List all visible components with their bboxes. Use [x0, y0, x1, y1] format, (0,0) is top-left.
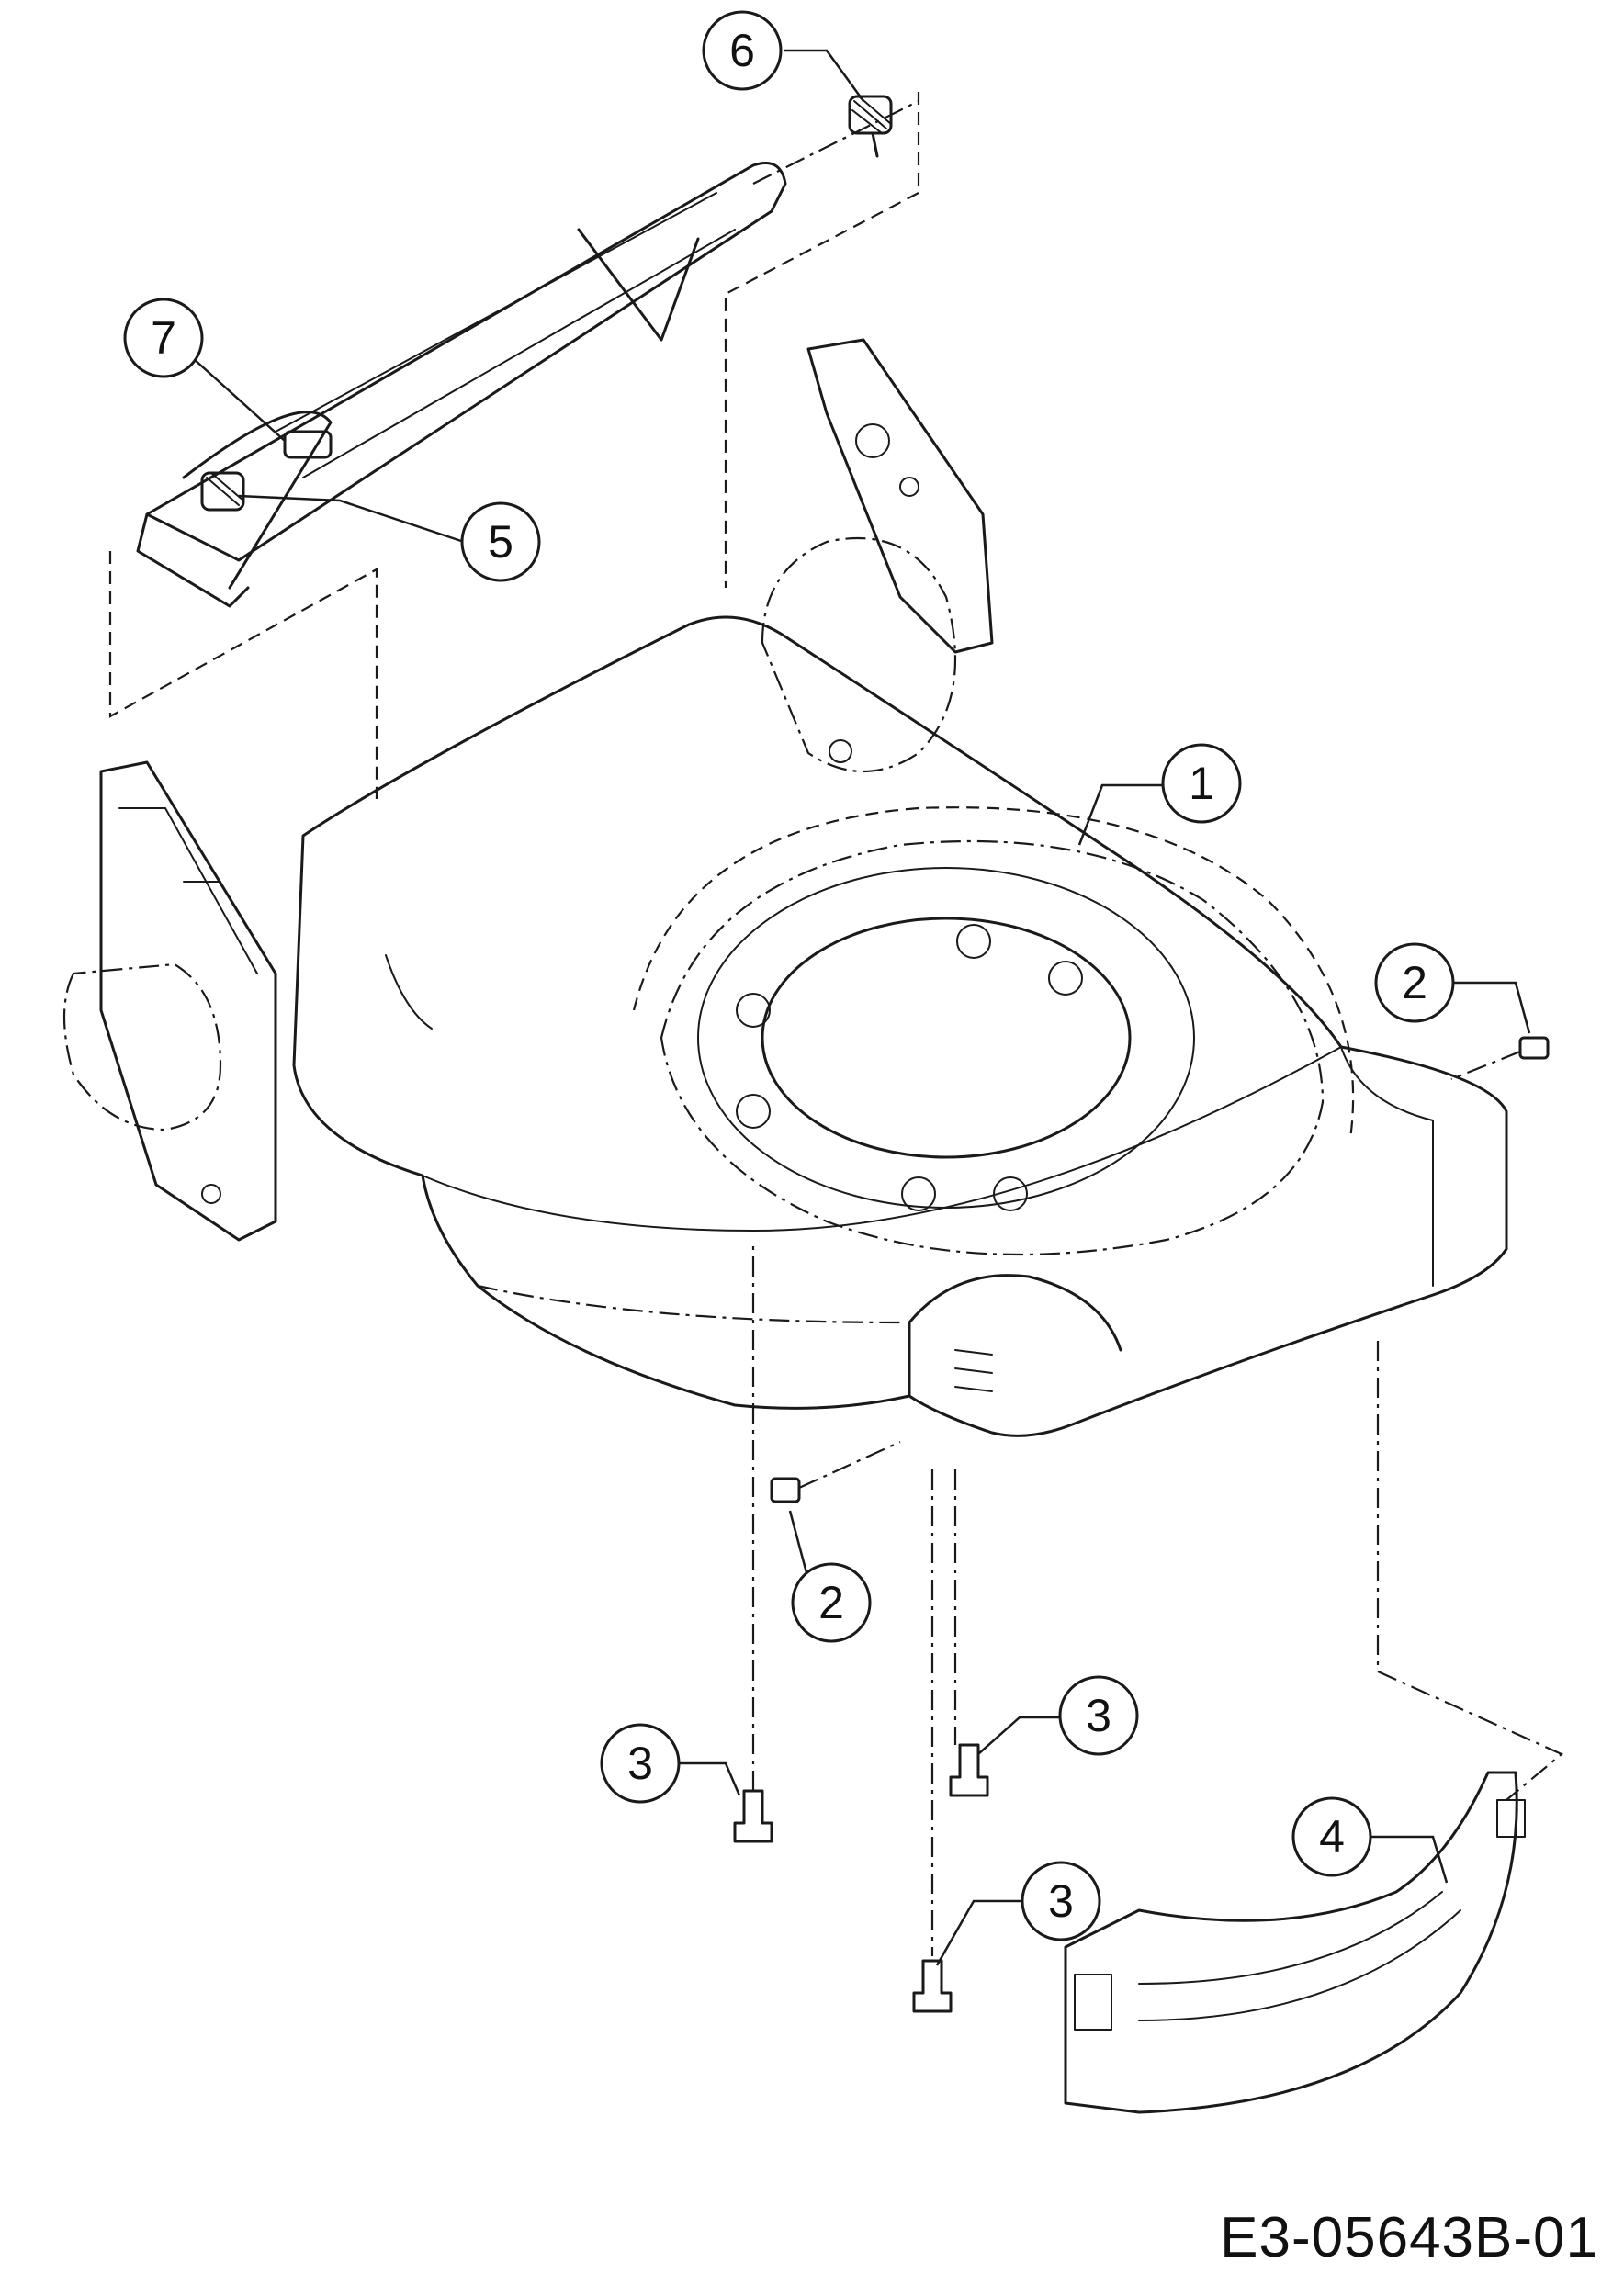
callout-2-front-label: 2: [818, 1577, 844, 1628]
spring-5: [200, 471, 245, 512]
callout-4: 4: [1291, 1796, 1372, 1877]
callout-7-label: 7: [151, 312, 176, 364]
callout-3-left: 3: [600, 1723, 681, 1804]
callout-3-middle: 3: [1058, 1675, 1139, 1756]
callout-leaders: [192, 49, 1531, 1966]
flange-nut-2-front: [770, 1440, 901, 1503]
flange-nut-2-right: [1450, 1036, 1550, 1081]
callout-2-right: 2: [1374, 942, 1455, 1023]
mower-deck: [292, 615, 1508, 1437]
drawing-code: E3-05643B-01: [1220, 2206, 1598, 2269]
bolt-3-lower: [912, 1469, 953, 2013]
callout-3-left-label: 3: [627, 1738, 653, 1789]
rear-flap: [1064, 1341, 1564, 2114]
callout-3-lower-label: 3: [1048, 1875, 1074, 1927]
rear-axle-bracket: [108, 92, 920, 799]
callout-4-label: 4: [1319, 1811, 1345, 1863]
callout-2-front: 2: [791, 1562, 872, 1643]
callout-5-label: 5: [488, 516, 513, 568]
callout-6-label: 6: [729, 25, 755, 76]
left-height-adjust-plate: [62, 760, 277, 1242]
bushing-7: [283, 430, 333, 459]
callout-1: 1: [1161, 743, 1242, 824]
spring-6: [848, 95, 893, 158]
callout-3-middle-label: 3: [1086, 1690, 1111, 1741]
callout-6: 6: [702, 10, 783, 91]
callout-2-right-label: 2: [1402, 957, 1427, 1008]
callout-1-label: 1: [1189, 758, 1214, 809]
bolt-3-left: [733, 1240, 773, 1843]
callout-3-lower: 3: [1021, 1861, 1101, 1941]
bolt-3-middle: [949, 1469, 989, 1797]
right-height-adjust-plate: [761, 338, 994, 773]
callout-5: 5: [460, 501, 541, 582]
callout-7: 7: [123, 298, 204, 378]
